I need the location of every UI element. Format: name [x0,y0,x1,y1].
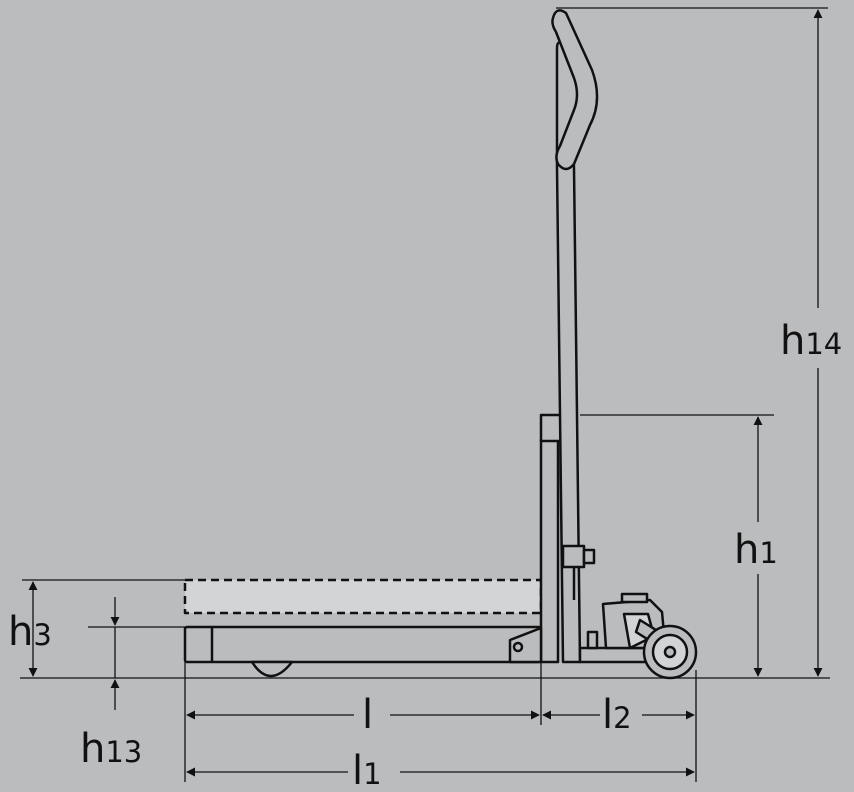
dimension-lines [22,7,828,782]
label-l: l [362,692,373,738]
mast-upright [539,438,560,664]
pump-post [586,630,599,650]
mast-top-cap [539,413,563,443]
handle-grip [551,9,599,171]
lift-lever-block [561,544,586,569]
label-h13: h13 [80,726,142,772]
label-l1: l1 [352,748,382,792]
truck-illustration [20,9,830,680]
lift-lever-knob [582,548,596,565]
label-h14: h14 [780,318,842,364]
raised-fork-outline [183,578,543,615]
pump-base [578,646,652,664]
fork-roller [250,660,294,678]
fork-body [183,625,543,664]
mast-gusset [508,626,543,664]
label-h3: h3 [8,609,52,655]
label-h1: h1 [734,527,778,573]
pump-cap [620,592,649,604]
mast-pin [512,641,524,653]
label-l2: l2 [602,692,632,738]
steer-wheel-hub [663,645,677,659]
